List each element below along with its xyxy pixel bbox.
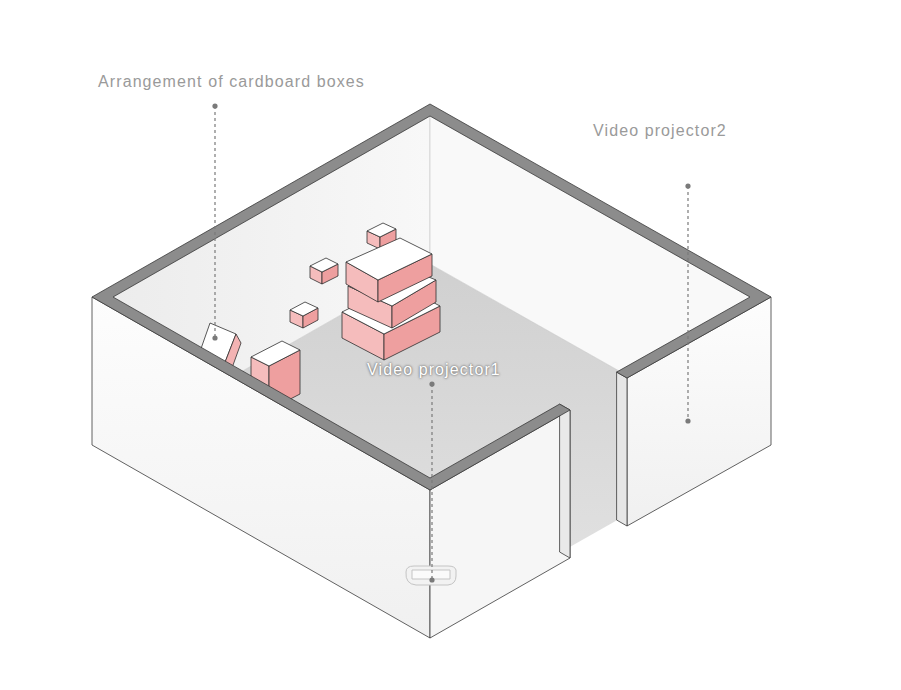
leader-line [687,186,688,420]
wall [560,404,570,558]
leader-dot [685,418,690,423]
leader-dot [429,577,434,582]
cardboard-box [346,238,432,280]
callout-label: Video projector2 [593,122,727,140]
leader-dot [685,183,690,188]
cardboard-box [310,258,338,272]
callout-label: Arrangement of cardboard boxes [98,73,365,91]
cardboard-box [367,223,396,237]
leader-dot [212,103,217,108]
leader-line [431,384,432,578]
cardboard-box [251,341,300,366]
leader-dot [212,335,217,340]
wall [92,297,430,638]
callout-label: Video projector1 [367,361,501,379]
leader-line [214,106,215,336]
projector-symbol [406,566,456,585]
leader-dot [429,381,434,386]
wall [617,372,627,526]
cardboard-box [290,302,318,316]
projector-symbol [406,566,456,585]
